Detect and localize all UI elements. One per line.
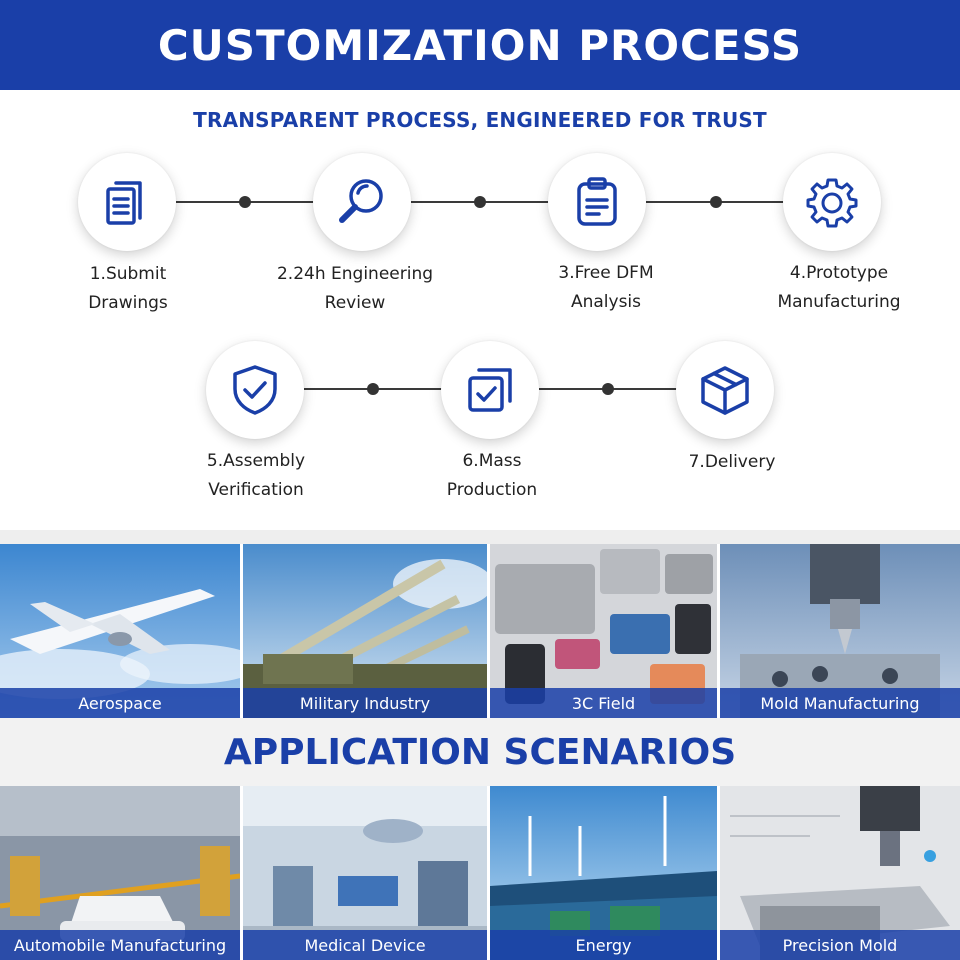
automobile-caption: Automobile Manufacturing <box>0 930 240 960</box>
3c-caption: 3C Field <box>490 688 717 718</box>
military-tile: Military Industry <box>243 544 487 718</box>
mold-caption: Mold Manufacturing <box>720 688 960 718</box>
step-3-circle <box>548 153 646 251</box>
page-title: CUSTOMIZATION PROCESS <box>157 20 803 70</box>
step-4-circle <box>783 153 881 251</box>
connector-dot <box>367 383 379 395</box>
aerospace-caption: Aerospace <box>0 688 240 718</box>
section-divider <box>0 530 960 544</box>
box-icon <box>701 366 749 415</box>
applications-title: APPLICATION SCENARIOS <box>223 731 737 773</box>
step-5-circle <box>206 341 304 439</box>
automobile-tile: Automobile Manufacturing <box>0 786 240 960</box>
medical-caption: Medical Device <box>243 930 487 960</box>
energy-tile: Energy <box>490 786 717 960</box>
gear-icon <box>806 178 858 228</box>
medical-tile: Medical Device <box>243 786 487 960</box>
step-6-circle <box>441 341 539 439</box>
aerospace-tile: Aerospace <box>0 544 240 718</box>
military-caption: Military Industry <box>243 688 487 718</box>
applications-title-band <box>0 718 960 786</box>
shield-check-icon <box>233 365 277 415</box>
step-2-circle <box>313 153 411 251</box>
precision-mold-tile: Precision Mold <box>720 786 960 960</box>
magnifier-icon <box>339 179 383 223</box>
step-1-circle <box>78 153 176 251</box>
clipboard-icon <box>577 177 617 226</box>
process-subtitle: TRANSPARENT PROCESS, ENGINEERED FOR TRUS… <box>193 108 767 132</box>
connector-dot <box>710 196 722 208</box>
step-7-circle <box>676 341 774 439</box>
step-7-label: 7.Delivery <box>688 452 776 472</box>
3c-tile: 3C Field <box>490 544 717 718</box>
energy-caption: Energy <box>490 930 717 960</box>
connector-dot <box>474 196 486 208</box>
connector-dot <box>239 196 251 208</box>
documents-icon <box>106 181 142 225</box>
header-banner: CUSTOMIZATION PROCESS <box>0 0 960 90</box>
connector-dot <box>602 383 614 395</box>
precision-mold-caption: Precision Mold <box>720 930 960 960</box>
mold-tile: Mold Manufacturing <box>720 544 960 718</box>
stacked-checkbox-icon <box>468 368 512 412</box>
